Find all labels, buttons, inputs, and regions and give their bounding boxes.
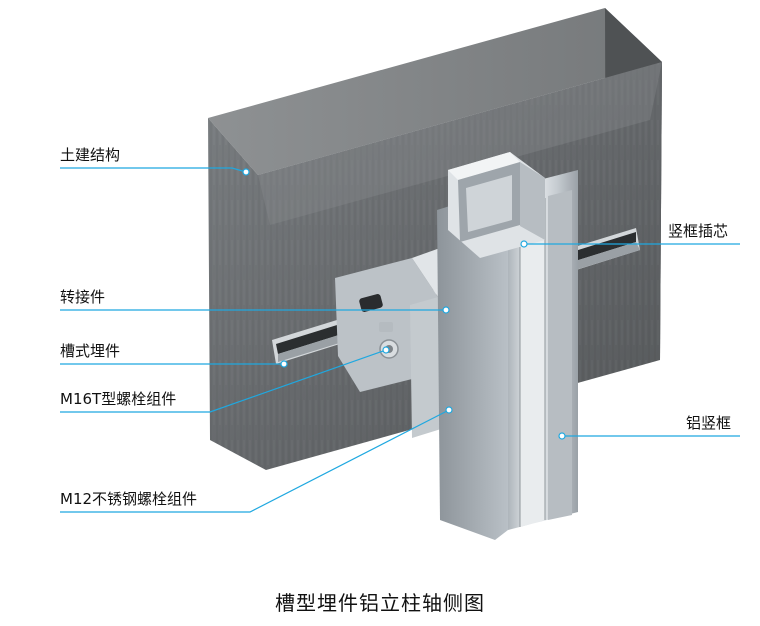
leader-t-bolt [60,349,387,413]
label-channel-embed: 槽式埋件 [60,342,121,360]
leader-lines [60,167,740,513]
aluminum-mullion [437,170,578,540]
label-t-bolt: M16T型螺栓组件 [60,390,177,408]
label-ss-bolt: M12不锈钢螺栓组件 [60,490,198,508]
leader-civil-structure [60,167,247,173]
concrete-top-face [208,8,662,175]
leader-ss-bolt [60,409,450,513]
label-adapter: 转接件 [60,288,106,306]
diagram-caption: 槽型埋件铝立柱轴侧图 [275,591,485,615]
label-mullion-insert: 竖框插芯 [668,222,729,240]
label-civil-structure: 土建结构 [60,146,121,164]
leader-endpoints [242,168,566,440]
mullion-insert [448,152,545,258]
label-aluminum-mullion: 铝竖框 [686,414,732,432]
